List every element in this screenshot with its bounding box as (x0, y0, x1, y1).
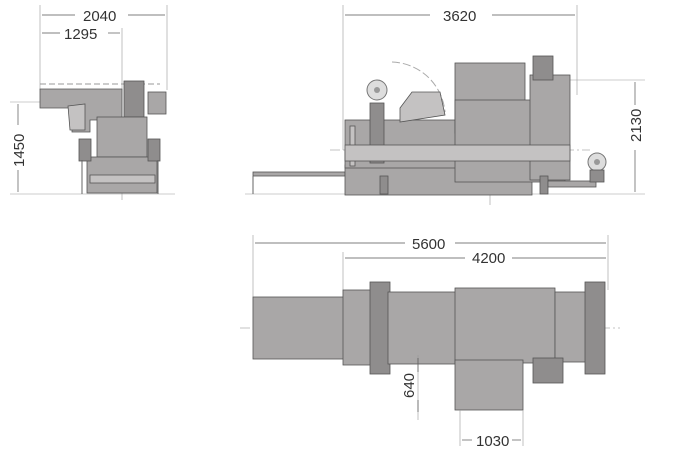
side-view: 3620 2130 (245, 5, 645, 205)
dim-front-height: 1450 (11, 134, 28, 167)
dim-top-offset: 640 (401, 373, 418, 398)
dim-top-width-bin: 1030 (476, 433, 509, 450)
dim-front-width-total: 2040 (83, 8, 116, 25)
dim-top-length-machine: 4200 (472, 250, 505, 267)
dim-top-length-total: 5600 (412, 236, 445, 253)
dim-front-width-partial: 1295 (64, 26, 97, 43)
front-view: 2040 1295 1450 (10, 5, 175, 200)
dim-side-height: 2130 (628, 109, 645, 142)
top-view: 5600 4200 640 1030 (240, 235, 620, 450)
dim-side-length: 3620 (443, 8, 476, 25)
